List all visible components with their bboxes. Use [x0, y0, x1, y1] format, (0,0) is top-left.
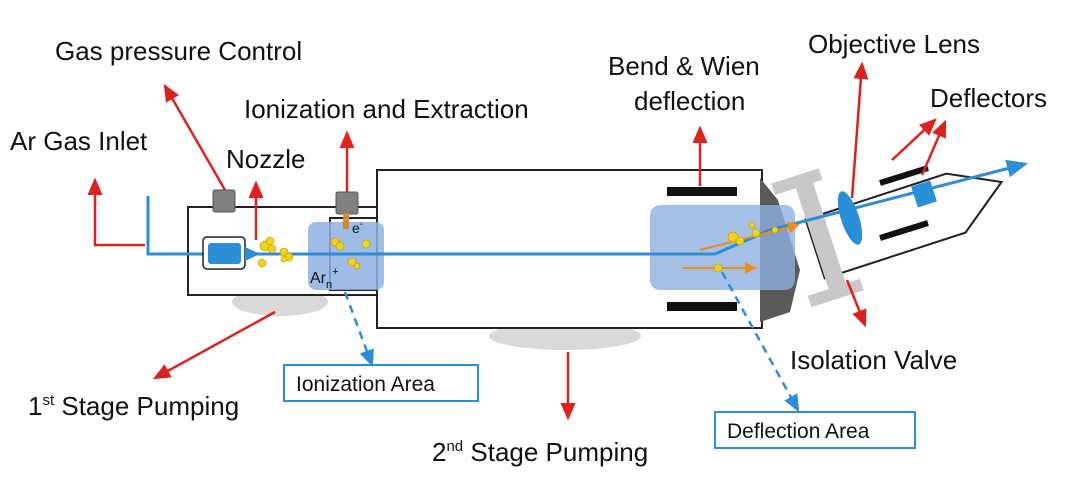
pointer-deflector-1	[891, 118, 937, 161]
pointer-deflector-2	[920, 119, 947, 176]
label-ar-gas-inlet: Ar Gas Inlet	[10, 126, 148, 156]
label-argon-ion: Arn+	[310, 266, 339, 291]
pointer-objective	[850, 61, 869, 199]
deflector-plate-upper	[879, 165, 929, 186]
leader-deflection-area	[720, 271, 800, 413]
label-nozzle: Nozzle	[226, 144, 305, 174]
electron-emitter	[343, 213, 349, 229]
pointer-first-stage	[152, 310, 276, 380]
pressure-control-block	[212, 189, 236, 213]
beam-column	[769, 159, 1028, 232]
ionizer-block	[335, 191, 359, 215]
label-gas-pressure-control: Gas pressure Control	[55, 36, 302, 66]
ionization-area-box	[283, 364, 479, 402]
label-objective-lens: Objective Lens	[808, 29, 980, 59]
objective-column	[804, 172, 1004, 280]
label-isolation-valve: Isolation Valve	[790, 345, 957, 375]
label-ionization-extraction: Ionization and Extraction	[244, 94, 529, 124]
leader-ionization-area	[343, 291, 374, 368]
lower-deflection-plate	[667, 302, 737, 311]
orange-trajectory-upper	[699, 221, 800, 251]
pointer-gas-pressure	[163, 83, 227, 191]
nozzle-tip	[245, 247, 260, 261]
label-bend-wien-2: deflection	[634, 86, 745, 116]
deflector-block	[911, 180, 937, 208]
label-electron: e-	[352, 219, 363, 236]
pointer-gas-inlet	[87, 177, 145, 247]
deflector-plate-lower	[879, 220, 929, 241]
pointer-isolation	[845, 279, 867, 328]
nozzle-core	[208, 243, 241, 264]
gas-clusters	[257, 221, 779, 273]
label-ionization-area: Ionization Area	[296, 373, 435, 396]
objective-lens	[837, 191, 863, 245]
label-deflection-area: Deflection Area	[727, 420, 870, 443]
deflection-area-box	[714, 411, 916, 449]
deflection-region	[650, 205, 795, 290]
label-bend-wien-1: Bend & Wien	[608, 51, 760, 81]
upper-deflection-plate	[667, 187, 737, 196]
pointer-arrows	[87, 61, 947, 421]
label-first-stage-pumping: 1st Stage Pumping	[28, 391, 239, 421]
label-second-stage-pumping: 2nd Stage Pumping	[432, 437, 648, 467]
gas-inlet-pipe	[146, 196, 205, 256]
label-deflectors: Deflectors	[930, 83, 1047, 113]
ionization-region	[308, 222, 384, 290]
